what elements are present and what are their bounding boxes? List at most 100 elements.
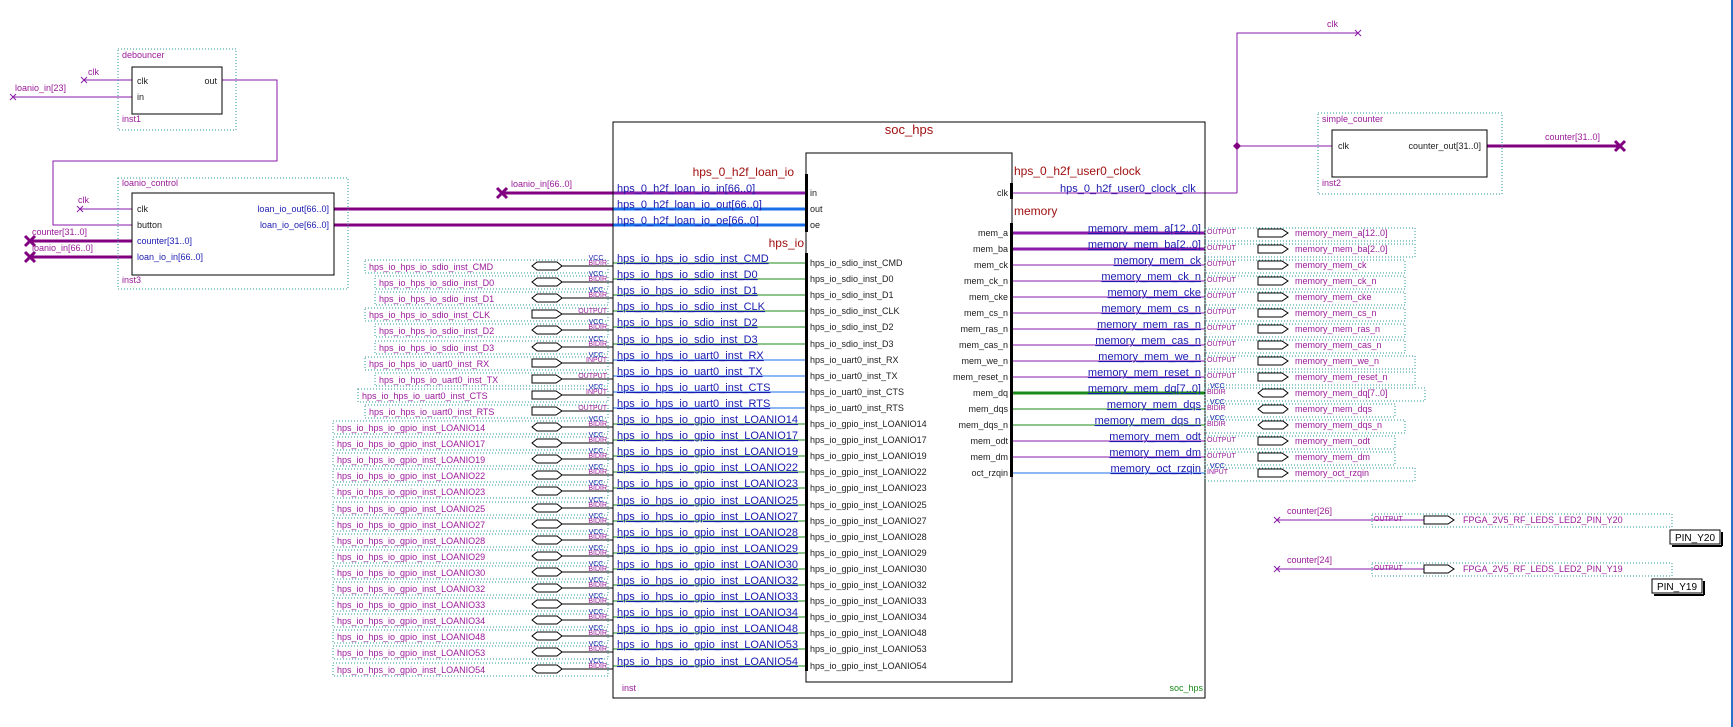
pin-icon[interactable] xyxy=(531,551,563,561)
hps-pin-name: hps_io_hps_io_gpio_inst_LOANIO23 xyxy=(337,487,485,497)
pin-icon[interactable] xyxy=(1257,324,1289,334)
pin-icon[interactable] xyxy=(531,470,563,480)
hps-port-label: hps_io_gpio_inst_LOANIO23 xyxy=(810,483,927,493)
pin-icon[interactable] xyxy=(531,325,563,335)
pin-icon[interactable] xyxy=(1257,388,1289,398)
pin-icon[interactable] xyxy=(1257,260,1289,270)
mem-pin-frame xyxy=(1204,451,1396,466)
mem-wire-label: memory_mem_dqs xyxy=(1107,399,1202,411)
pin-icon[interactable] xyxy=(1257,276,1289,286)
mem-port-label: mem_ba xyxy=(973,244,1008,254)
pin-icon[interactable] xyxy=(1257,436,1289,446)
pin-vcc: VCC xyxy=(589,529,604,536)
pin-icon[interactable] xyxy=(531,647,563,657)
mem-port-label: mem_cke xyxy=(969,292,1008,302)
pin-type: BIDIR xyxy=(588,324,607,331)
pin-assign-label: PIN_Y20 xyxy=(1675,533,1715,544)
pin-icon[interactable] xyxy=(531,406,563,416)
hps-pin-name: hps_io_hps_io_gpio_inst_LOANIO54 xyxy=(337,665,485,675)
pin-icon[interactable] xyxy=(531,567,563,577)
pin-icon[interactable] xyxy=(531,358,563,368)
pin-type: BIDIR xyxy=(588,485,607,492)
pin-icon[interactable] xyxy=(531,374,563,384)
pin-icon[interactable] xyxy=(1257,452,1289,462)
pin-icon[interactable] xyxy=(1257,292,1289,302)
hps-pin-name: hps_io_hps_io_gpio_inst_LOANIO14 xyxy=(337,423,485,433)
hps-port-label: hps_io_gpio_inst_LOANIO32 xyxy=(810,580,927,590)
mem-port-label: mem_we_n xyxy=(961,356,1008,366)
pin-icon[interactable] xyxy=(1257,468,1289,478)
mem-pin-type: OUTPUT xyxy=(1207,229,1237,236)
pin-icon[interactable] xyxy=(531,309,563,319)
terminator-icon xyxy=(1613,139,1627,153)
pin-icon[interactable] xyxy=(1257,308,1289,318)
group-hpsio: hps_io xyxy=(769,236,805,250)
wire-debouncer-out-to-button[interactable] xyxy=(52,79,278,226)
terminator-stroke xyxy=(1613,139,1627,153)
pin-icon[interactable] xyxy=(1423,515,1455,525)
mem-port-label: mem_a xyxy=(978,228,1008,238)
mem-pin-name: memory_mem_dqs xyxy=(1295,404,1373,414)
pin-icon[interactable] xyxy=(531,261,563,271)
pin-frame xyxy=(357,388,609,403)
pin-icon[interactable] xyxy=(531,503,563,513)
mem-pin-vcc: VCC xyxy=(1210,463,1225,470)
soc-hps-inst-right: soc_hps xyxy=(1169,683,1203,693)
hps-port-label: hps_io_uart0_inst_CTS xyxy=(810,387,904,397)
pin-icon[interactable] xyxy=(531,486,563,496)
hps-port-label: hps_io_gpio_inst_LOANIO25 xyxy=(810,500,927,510)
pin-icon[interactable] xyxy=(531,519,563,529)
pin-icon[interactable] xyxy=(1257,244,1289,254)
pin-icon[interactable] xyxy=(531,390,563,400)
pin-icon[interactable] xyxy=(531,599,563,609)
hps-pin-name: hps_io_hps_io_sdio_inst_D2 xyxy=(379,326,494,336)
pin-assign-box xyxy=(1651,578,1703,594)
terminator-stroke xyxy=(23,234,37,248)
pin-type: INPUT xyxy=(586,357,608,364)
pin-icon[interactable] xyxy=(531,583,563,593)
pin-icon[interactable] xyxy=(1257,228,1289,238)
hps-pin-name: hps_io_hps_io_gpio_inst_LOANIO32 xyxy=(337,584,485,594)
pin-icon[interactable] xyxy=(1423,564,1455,574)
loan-port-label: in xyxy=(810,188,817,198)
pin-icon[interactable] xyxy=(1257,356,1289,366)
mem-pin-vcc: VCC xyxy=(1210,399,1225,406)
pin-icon[interactable] xyxy=(1257,420,1289,430)
pin-icon[interactable] xyxy=(531,535,563,545)
terminator-icon xyxy=(9,93,17,101)
pin-icon[interactable] xyxy=(531,454,563,464)
wire-clk-top[interactable] xyxy=(1236,32,1358,193)
pin-icon[interactable] xyxy=(1257,372,1289,382)
hps-pin-name: hps_io_hps_io_gpio_inst_LOANIO25 xyxy=(337,504,485,514)
pin-icon[interactable] xyxy=(531,293,563,303)
loanio-port-left: counter[31..0] xyxy=(137,236,192,246)
pin-type: BIDIR xyxy=(588,469,607,476)
pin-icon[interactable] xyxy=(531,631,563,641)
hps-wire-label: hps_io_hps_io_uart0_inst_TX xyxy=(617,366,763,378)
pin-icon[interactable] xyxy=(1257,340,1289,350)
mem-port-label: mem_dq xyxy=(973,388,1008,398)
pin-type: BIDIR xyxy=(588,534,607,541)
pin-icon[interactable] xyxy=(531,277,563,287)
loan-port-label: oe xyxy=(810,220,820,230)
mem-wire-label: memory_mem_ck_n xyxy=(1101,271,1201,283)
hps-wire-label: hps_io_hps_io_gpio_inst_LOANIO17 xyxy=(617,430,798,442)
hps-wire-label: hps_io_hps_io_gpio_inst_LOANIO30 xyxy=(617,559,798,571)
hps-wire-label: hps_io_hps_io_gpio_inst_LOANIO34 xyxy=(617,607,798,619)
pin-icon[interactable] xyxy=(531,438,563,448)
hps-port-label: hps_io_sdio_inst_D1 xyxy=(810,290,894,300)
pin-type: BIDIR xyxy=(588,630,607,637)
mem-port-label: mem_ras_n xyxy=(960,324,1008,334)
pin-frame xyxy=(364,356,609,371)
pin-icon[interactable] xyxy=(531,664,563,674)
hps-wire-label: hps_io_hps_io_gpio_inst_LOANIO14 xyxy=(617,414,798,426)
pin-icon[interactable] xyxy=(531,422,563,432)
net-loanio-in-66: loanio_in[66..0] xyxy=(511,179,572,189)
pin-icon[interactable] xyxy=(531,615,563,625)
mem-port-label: mem_reset_n xyxy=(953,372,1008,382)
terminator-stroke xyxy=(76,205,84,213)
group-clock: hps_0_h2f_user0_clock xyxy=(1014,164,1142,178)
pin-icon[interactable] xyxy=(1257,404,1289,414)
pin-icon[interactable] xyxy=(531,342,563,352)
